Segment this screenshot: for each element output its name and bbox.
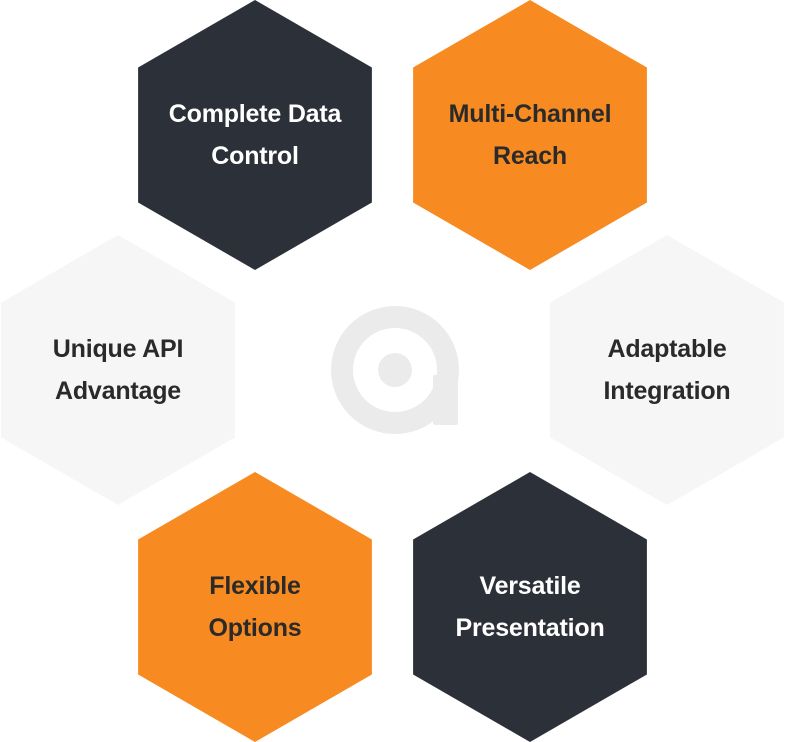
hexagon-label-line: Multi-Channel xyxy=(449,100,612,128)
hexagon-label-line: Complete Data xyxy=(169,100,343,128)
hexagon-label-line: Adaptable xyxy=(607,335,726,363)
hexagon-label-line: Integration xyxy=(604,377,731,405)
hexagon-label-line: Versatile xyxy=(479,572,580,600)
hexagon-label-line: Reach xyxy=(493,142,567,170)
hexagon-label-line: Control xyxy=(211,142,298,170)
hexagon-label-line: Flexible xyxy=(209,572,301,600)
center-logo xyxy=(331,306,459,434)
hexagon-shape xyxy=(138,472,372,742)
hexagon-label-line: Options xyxy=(208,614,301,642)
hexagon-shape xyxy=(138,0,372,270)
hexagon-shape xyxy=(1,235,235,505)
hexagon-shape xyxy=(413,0,647,270)
hexagon-label-line: Unique API xyxy=(53,335,183,363)
hexagon-unique-api-advantage: Unique API Advantage xyxy=(1,235,235,505)
hexagon-label-line: Presentation xyxy=(455,614,604,642)
hexagon-shape xyxy=(413,472,647,742)
ring-logo-icon xyxy=(331,306,459,434)
hexagon-shape xyxy=(550,235,784,505)
hexagon-label-line: Advantage xyxy=(55,377,181,405)
